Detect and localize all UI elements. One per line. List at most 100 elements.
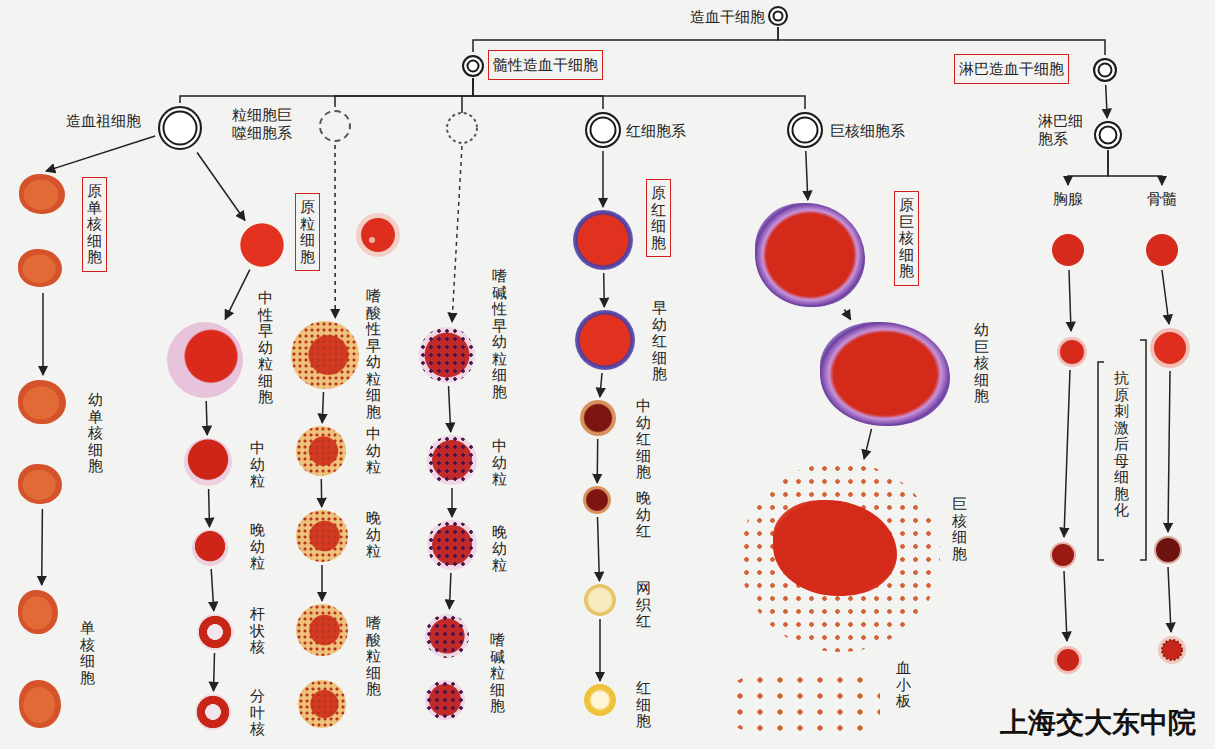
connector [1108,150,1162,185]
cell-label: 骨髓 [1147,190,1177,208]
cell-label: 嗜碱性早幼粒细胞 [492,268,507,400]
watermark: 上海交大东中院 [1000,706,1196,740]
arrow [1064,571,1067,641]
cell-label: 中幼粒 [492,438,507,488]
connector [180,78,473,103]
connector [322,392,323,423]
connector [321,479,323,507]
cell-image [787,112,823,148]
cell-node: 晚幼粒 [192,530,228,566]
cell-image [18,590,58,634]
cell-node: 晚幼粒 [427,520,477,570]
cell-image [18,249,62,287]
cell-label: 晚幼粒 [250,522,265,572]
cell-node: 巨核细胞 [740,462,940,652]
connector [844,310,850,320]
arrow [1069,270,1071,331]
connector [778,27,1105,55]
connector [473,78,603,109]
connector [473,27,778,52]
bracket [1140,340,1146,560]
cell-image [1094,121,1122,149]
cell-node: 晚幼红 [583,486,611,514]
cell-node: 巨核细胞系 [787,112,823,148]
cell-label: 原红细胞 [646,179,671,257]
cell-label: 嗜酸性早幼粒细胞 [366,288,381,420]
cell-label: 淋巴细胞系 [1038,112,1085,148]
cell-label: 晚幼粒 [366,510,381,560]
cell-nucleus [1052,544,1074,566]
cell-label: 粒细胞巨噬细胞系 [232,106,294,142]
branch-line [461,96,463,113]
connector [449,386,451,432]
cell-image [319,110,351,142]
cell-node: 中幼粒 [184,438,232,486]
cell-label: 造血干细胞 [690,8,765,26]
connector [335,78,473,107]
cell-label: 髓性造血干细胞 [488,50,603,80]
cell-label: 巨核细胞系 [830,122,905,140]
connector [211,569,214,611]
connector [451,488,453,517]
connector [197,153,245,221]
cell-image [584,684,616,716]
cell-label: 网织红 [636,580,651,630]
cell-image [18,380,66,424]
cell-image [184,438,232,486]
cell-node: 中幼粒 [296,426,346,476]
cell-image [18,464,62,504]
cell-body [1158,636,1186,664]
cell-label: 胸腺 [1053,190,1083,208]
connector [806,151,808,200]
cell-label: 晚幼粒 [492,524,507,574]
cell-label: 原粒细胞 [295,193,320,271]
cell-label: 单核细胞 [80,620,95,686]
cell-node: 幼单核细胞 [18,378,68,506]
arrow [1162,270,1169,324]
cell-node: 淋巴造血干细胞 [1093,58,1117,82]
cell-node: 胸腺 [1046,188,1090,268]
cell-image [167,322,243,398]
cell-node: 嗜碱性早幼粒细胞 [419,327,475,383]
connector [864,429,871,459]
cell-image [19,680,61,728]
cell-image [768,6,788,26]
arrow [1064,370,1070,537]
cell-label: 造血祖细胞 [66,112,141,130]
cell-node: 中性早幼粒细胞 [167,322,243,398]
cell-body [1150,328,1190,368]
cell-body [1050,542,1076,568]
cell-image [580,400,616,436]
cell-image [1052,234,1084,266]
connector [1068,150,1108,185]
nucleolus [369,237,375,243]
connector [206,401,207,435]
cell-node: 嗜碱粒细胞 [423,612,471,722]
cell-label: 幼单核细胞 [88,392,103,475]
connector [602,151,604,207]
cell-node: 淋巴细胞系 [1094,121,1122,149]
cell-node: 单核细胞 [16,588,66,730]
cell-node: 原单核细胞 [18,172,68,290]
connector [449,573,451,609]
cell-body [1054,646,1082,674]
cell-node: 红细胞 [584,684,616,716]
cell-image [425,680,465,720]
dashed-lineage [447,96,477,322]
cell-image [419,327,475,383]
cell-body [1154,536,1182,564]
cell-node: 原巨核细胞 [755,203,865,307]
cell-image [427,520,477,570]
cell-node: 造血干细胞 [768,6,788,26]
connector [598,517,600,581]
cell-label: 中幼粒 [250,440,265,490]
cell-label: 红细胞 [636,680,651,730]
cell-nucleus [361,218,395,252]
cell-image [730,672,880,736]
cell-node: 原粒细胞 [240,223,284,267]
cell-node: 网织红 [584,584,616,616]
cell-node: 造血祖细胞 [158,106,202,150]
cell-node: 晚幼粒 [296,510,348,562]
cell-node: 骨髓 [1140,188,1184,268]
